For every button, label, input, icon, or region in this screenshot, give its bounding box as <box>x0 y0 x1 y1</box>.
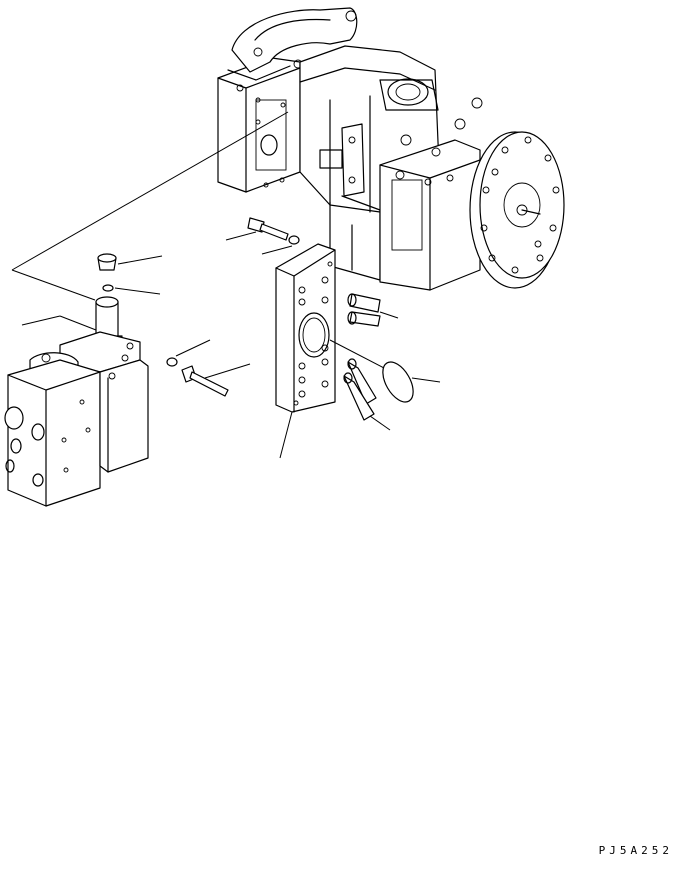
bolt-lower <box>166 339 251 397</box>
fittings-right <box>329 293 441 431</box>
control-valve <box>4 296 149 507</box>
plug-part <box>97 253 163 271</box>
manifold-plate <box>275 243 336 459</box>
figure-code: PJ5A252 <box>598 844 673 857</box>
o-ring-small <box>102 284 161 295</box>
bolt-upper <box>225 217 300 255</box>
main-pump-assembly <box>217 7 565 291</box>
assembly-leader-lines <box>11 111 289 301</box>
